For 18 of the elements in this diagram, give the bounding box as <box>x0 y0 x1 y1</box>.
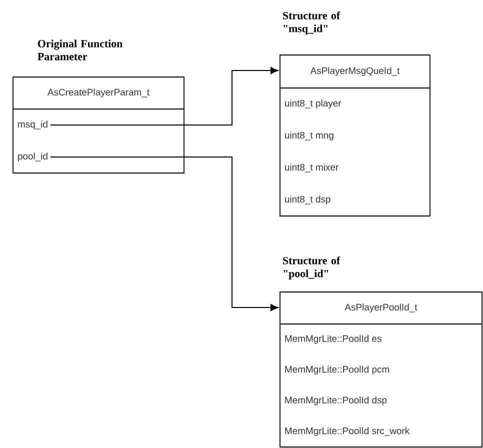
heading: Structure of "msq_id" <box>283 12 340 34</box>
field-text: MemMgrLite::PoolId dsp <box>285 396 387 406</box>
arrow <box>50 67 278 126</box>
heading: Original Function Parameter <box>38 40 123 60</box>
field-text: pool_id <box>18 152 48 162</box>
field-text: msq_id <box>18 120 48 130</box>
field-text: MemMgrLite::PoolId es <box>285 334 382 344</box>
class-name: AsPlayerPoolId_t <box>344 304 418 312</box>
class-name: AsCreatePlayerParam_t <box>48 88 150 98</box>
field-text: uint8_t mng <box>285 132 334 140</box>
field-text: uint8_t dsp <box>285 196 330 204</box>
field-text: uint8_t player <box>285 100 342 108</box>
field-text: MemMgrLite::PoolId pcm <box>285 366 390 375</box>
field-text: MemMgrLite::PoolId src_work <box>285 427 410 436</box>
class-name: AsPlayerMsgQueId_t <box>310 67 400 76</box>
heading: Structure of "pool_id" <box>283 256 340 280</box>
field-text: uint8_t mixer <box>285 164 338 172</box>
arrow <box>50 156 278 312</box>
